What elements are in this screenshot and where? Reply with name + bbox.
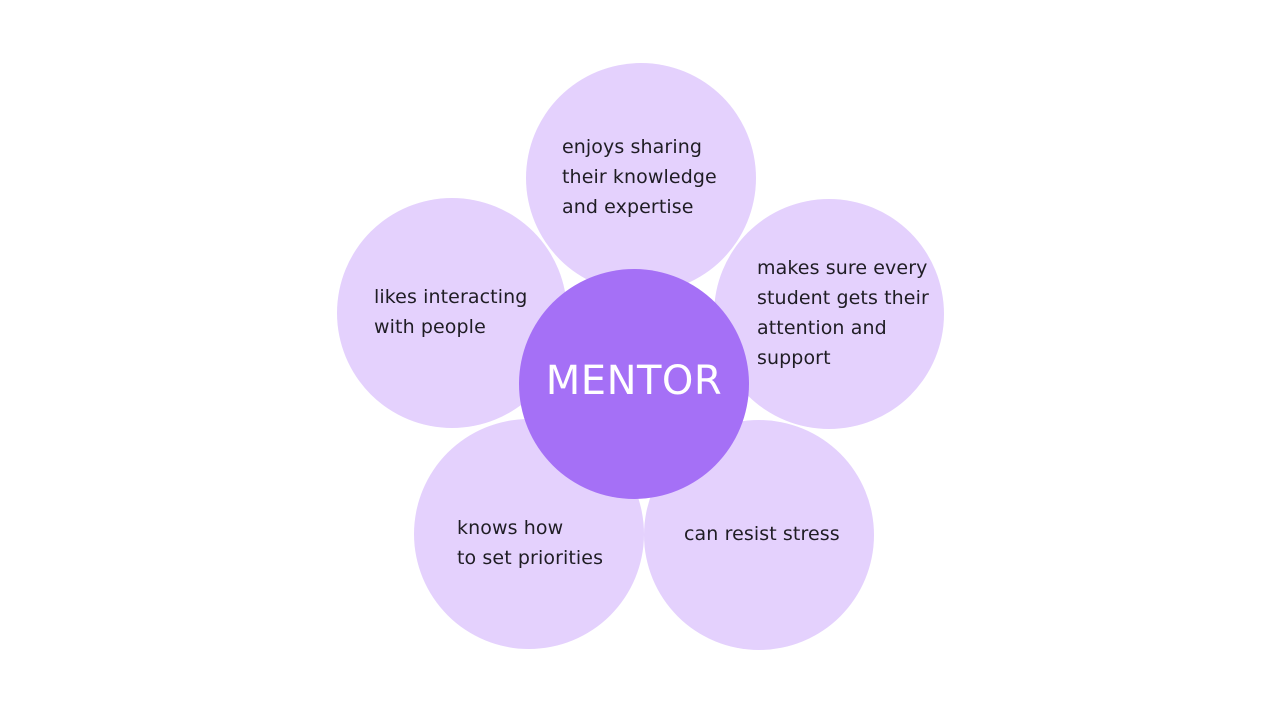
petal-text-top: enjoys sharing their knowledge and exper…	[562, 136, 717, 218]
petal-text-left: likes interacting with people	[374, 286, 528, 338]
petal-circle-top	[526, 63, 756, 293]
center-label: MENTOR	[545, 358, 723, 404]
center-circle: MENTOR	[519, 269, 749, 499]
petal-circle-right	[714, 199, 944, 429]
petal-text-bottom-right: can resist stress	[684, 523, 840, 545]
petal-text-bottom-left: knows how to set priorities	[457, 517, 604, 569]
petal-text-right: makes sure every student gets their atte…	[757, 257, 929, 369]
